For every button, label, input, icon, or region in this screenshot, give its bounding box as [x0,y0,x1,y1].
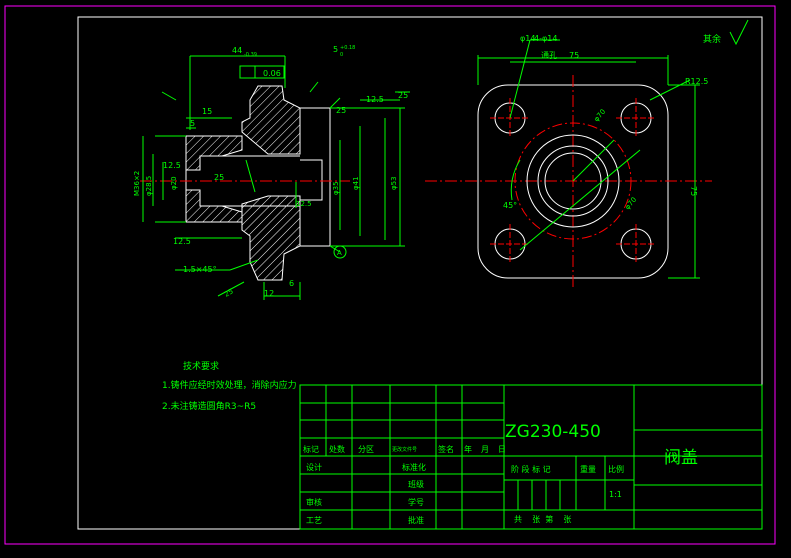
header-day: 日 [498,445,506,454]
material: ZG230-450 [505,422,601,442]
label-weight: 重量 [580,464,596,474]
dim-phi53: φ53 [390,176,398,190]
dim-25-b: 25 [214,173,224,182]
ra-12-5: 12.5 [296,200,312,208]
label-scale: 比例 [608,464,624,474]
dim-phi14: φ14 [520,34,535,43]
dim-44: 44 [232,46,242,55]
dim-75-b: 75 [689,186,698,196]
dim-5b: 5 [333,45,338,54]
section-outline-d [300,107,331,247]
dim-15: 15 [202,107,212,116]
section-outline-e [300,159,323,201]
dim-phi70-a: φ70 [592,108,607,124]
header-mark: 标记 [303,444,319,454]
dim-r12-5: R12.5 [685,77,708,86]
plan-view: 4-φ14 φ14 通孔 75 75 R12.5 φ70 φ70 45° [425,34,712,290]
bore-outer-circle [526,134,620,228]
dim-25-c: 25 [398,91,408,100]
dim-25-a: 25 [336,106,346,115]
dim-phi35: φ35 [332,181,340,195]
section-hatch-top [241,85,301,155]
dim-phi28-5: φ28.5 [145,176,153,196]
dim-tol-top: +0.18 [340,45,355,51]
notes-title: 技术要求 [183,360,219,372]
part-name: 阀盖 [664,448,698,468]
dim-44-tol: -0.39 [244,52,257,58]
section-hatch-left-upper [185,135,243,171]
dim-angle: 45° [503,201,517,210]
header-month: 月 [481,445,489,454]
dim-12-5-c: 12.5 [366,95,384,104]
dim-holes: 4-φ14 [534,34,557,43]
label-approve: 批准 [408,515,424,525]
label-student-no: 学号 [408,497,424,507]
dim-phi41: φ41 [352,176,360,190]
label-sheets: 共 张 第 张 [514,514,571,524]
section-hatch-bottom [241,195,301,281]
notes-item2: 2.未注铸造圆角R3~R5 [162,400,256,412]
label-stage: 阶 段 标 记 [511,464,551,474]
dim-phi70-b: φ70 [623,196,638,212]
outer-frame [4,5,776,545]
dim-75-a: 75 [569,51,579,60]
dim-thread: M36×2 [133,171,141,196]
section-view: 44 -0.39 0.06 15 5 12.5 12.5 12.5 25 25 … [133,45,410,300]
notes-item1: 1.铸件应经时效处理，消除内应力 [162,379,297,391]
label-review: 审核 [306,497,322,507]
header-change-doc: 更改文件号 [392,446,417,453]
dim-equal: 通孔 [541,50,557,60]
label-class: 班级 [408,479,424,489]
label-design: 设计 [306,462,322,472]
header-zone: 分区 [358,445,374,454]
ra-25: 25 [223,287,235,298]
dim-phi20: φ20 [170,176,178,190]
dim-6: 6 [289,279,294,288]
dim-12-5-b: 12.5 [173,237,191,246]
dim-flatness: 0.06 [263,69,281,78]
scale-value: 1:1 [609,490,622,499]
bore-inner-circle [544,152,602,210]
dim-5: 5 [190,119,195,128]
surface-finish-other: 其余 [703,33,721,45]
dim-chamfer: 1.5×45° [183,265,217,274]
dim-tol-top2: 0 [340,52,343,58]
bore-mid-circle [537,145,609,217]
header-count: 处数 [329,444,345,454]
datum-a: A [337,249,342,257]
label-process: 工艺 [306,516,322,525]
header-sign: 签名 [438,444,454,454]
header-year: 年 [464,444,472,454]
dim-12: 12 [264,289,274,298]
surface-finish-symbol [729,19,749,46]
dim-12-5-a: 12.5 [163,161,181,170]
title-block: ZG230-450 阀盖 标记 处数 分区 更改文件号 签名 年 月 日 设计 … [299,384,763,530]
label-standard: 标准化 [402,462,426,472]
bolt-circle [514,122,632,240]
